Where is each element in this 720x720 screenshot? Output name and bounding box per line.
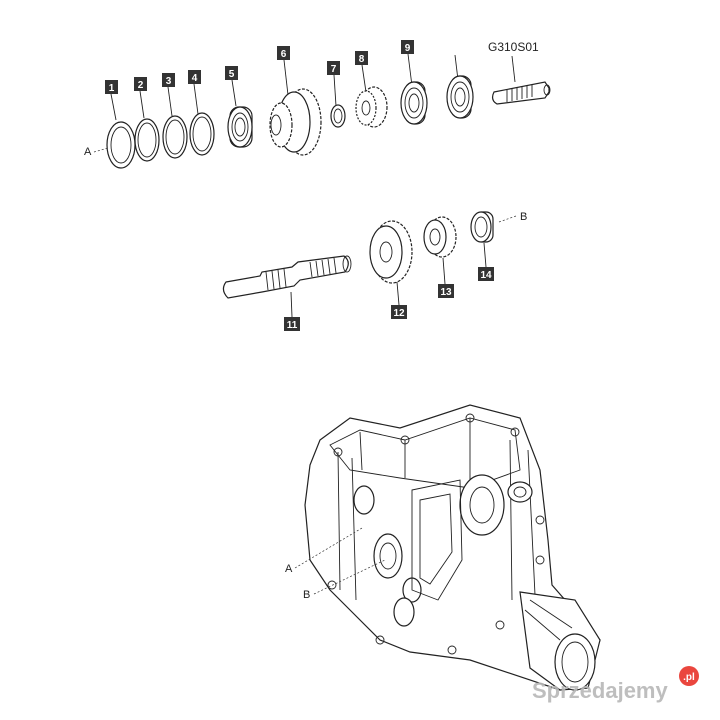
callout-7: 7: [327, 61, 340, 75]
snap-ring-7: [330, 104, 346, 128]
svg-text:7: 7: [331, 64, 337, 75]
bearing-5: [227, 106, 253, 148]
reference-b-bottom: B: [303, 559, 386, 601]
reference-a-top: A: [84, 146, 109, 158]
pin-shaft: [491, 81, 551, 105]
svg-text:9: 9: [405, 43, 411, 54]
leader-lines-mid: [290, 242, 487, 318]
svg-text:13: 13: [440, 287, 452, 298]
shim-1: [106, 121, 136, 169]
svg-text:12: 12: [393, 308, 405, 319]
callout-12: 12: [391, 305, 407, 319]
gear-8: [355, 86, 388, 128]
watermark-logo: Sprzedajemy .pl: [532, 666, 699, 703]
transmission-housing: [304, 404, 601, 691]
callout-5: 5: [225, 66, 238, 80]
shim-3: [162, 115, 188, 159]
svg-text:B: B: [303, 589, 310, 601]
callout-3: 3: [162, 73, 175, 87]
svg-text:B: B: [520, 211, 527, 223]
svg-text:14: 14: [480, 270, 492, 281]
bearing-9a: [400, 81, 428, 125]
svg-text:A: A: [84, 146, 92, 158]
gear-6: [269, 88, 322, 156]
shim-2: [134, 118, 160, 162]
shaft-11: [222, 255, 352, 299]
gear-13: [423, 216, 457, 258]
svg-text:1: 1: [109, 83, 115, 94]
svg-text:Sprzedajemy: Sprzedajemy: [532, 678, 668, 703]
callout-13: 13: [438, 284, 454, 298]
callout-6: 6: [277, 46, 290, 60]
callout-1: 1: [105, 80, 118, 94]
svg-text:.pl: .pl: [683, 672, 695, 683]
callout-11: 11: [284, 317, 300, 331]
svg-text:8: 8: [359, 54, 365, 65]
shim-4: [189, 112, 215, 156]
bearing-9b: [446, 75, 474, 119]
svg-text:3: 3: [166, 76, 172, 87]
callout-14: 14: [478, 267, 494, 281]
svg-text:2: 2: [138, 80, 144, 91]
drawing-code: G310S01: [488, 40, 539, 54]
callout-8: 8: [355, 51, 368, 65]
callout-9: 9: [401, 40, 414, 54]
svg-text:A: A: [285, 563, 293, 575]
callout-2: 2: [134, 77, 147, 91]
callout-4: 4: [188, 70, 201, 84]
leader-lines-top: [110, 53, 516, 121]
svg-text:6: 6: [281, 49, 287, 60]
reference-a-bottom: A: [285, 527, 363, 575]
reference-b-mid: B: [498, 211, 527, 223]
gear-12: [369, 220, 413, 284]
svg-text:5: 5: [229, 69, 235, 80]
bearing-14: [470, 211, 494, 243]
svg-text:11: 11: [287, 320, 298, 331]
svg-text:4: 4: [192, 73, 198, 84]
